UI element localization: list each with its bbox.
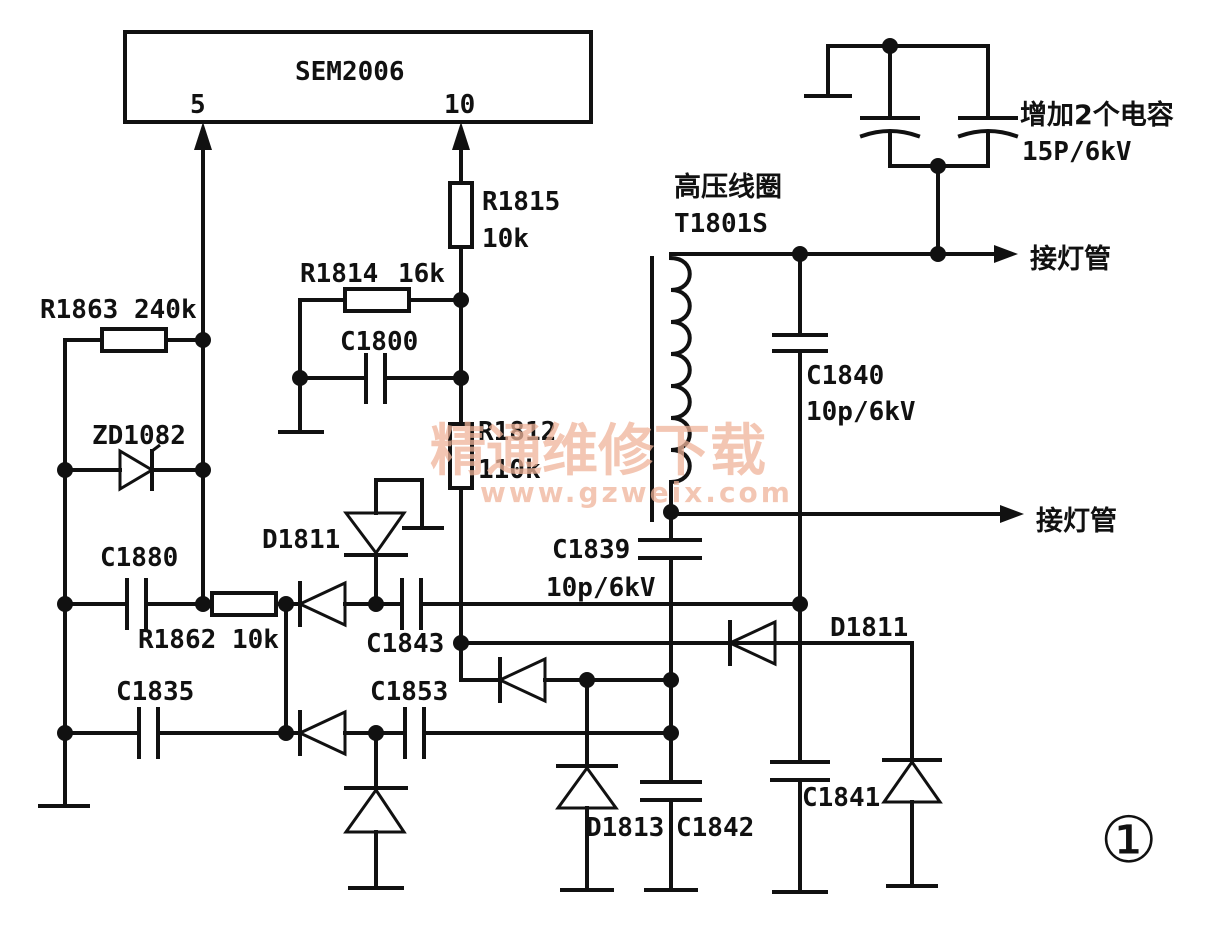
junction-dots	[57, 38, 946, 741]
label-c1841: C1841	[802, 783, 880, 813]
pin10-wire	[452, 122, 470, 185]
label-r1862-value: 10k	[232, 625, 279, 655]
diode-middle	[496, 656, 547, 704]
watermark-url: www.gzweix.com	[480, 476, 793, 509]
label-coil-name: T1801S	[674, 209, 768, 239]
zener-zd1082	[118, 448, 155, 492]
label-r1863: R1863	[40, 295, 118, 325]
pin5-wire	[194, 122, 212, 606]
label-c1853: C1853	[370, 677, 448, 707]
label-c1843: C1843	[366, 629, 444, 659]
ic-pin-5: 5	[190, 90, 206, 120]
label-c1839: C1839	[552, 535, 630, 565]
label-c1800: C1800	[340, 327, 418, 357]
diode-d1811-upper	[343, 511, 407, 556]
label-r1814: R1814	[300, 259, 378, 289]
label-c1840: C1840	[806, 361, 884, 391]
diode-bottom-left	[343, 787, 407, 834]
diode-lower-left	[296, 709, 347, 757]
label-r1815-value: 10k	[482, 224, 529, 254]
resistor-r1814	[343, 287, 411, 313]
figure-number: ①	[1100, 804, 1157, 878]
label-c1880: C1880	[100, 543, 178, 573]
ic-sem2006	[123, 30, 593, 124]
label-d1813: D1813	[586, 813, 664, 843]
label-r1863-value: 240k	[134, 295, 197, 325]
transformer-coil	[668, 255, 692, 514]
label-r1812: R1812	[478, 417, 556, 447]
label-c1840-value: 10p/6kV	[806, 397, 916, 427]
label-lamp-out-top: 接灯管	[1030, 244, 1111, 275]
label-r1862: R1862	[138, 625, 216, 655]
ic-name: SEM2006	[295, 57, 405, 87]
label-lamp-out-bottom: 接灯管	[1036, 506, 1117, 537]
diode-d1811-right	[726, 619, 777, 667]
label-add-caps-value: 15P/6kV	[1022, 137, 1132, 167]
label-c1835: C1835	[116, 677, 194, 707]
label-add-caps: 增加2个电容	[1020, 99, 1174, 131]
label-d1811-upper: D1811	[262, 525, 340, 555]
label-r1815: R1815	[482, 187, 560, 217]
diode-d1813	[555, 765, 619, 810]
resistor-r1862	[210, 591, 278, 617]
arrow-lamp-bottom	[1000, 505, 1024, 523]
label-d1811-right: D1811	[830, 613, 908, 643]
label-zd1082: ZD1082	[92, 421, 186, 451]
arrow-lamp-top	[994, 245, 1018, 263]
diode-upper-left	[296, 580, 347, 628]
label-c1842: C1842	[676, 813, 754, 843]
label-r1814-value: 16k	[398, 259, 445, 289]
label-c1839-value: 10p/6kV	[546, 573, 656, 603]
diode-right-bottom	[881, 759, 943, 804]
resistor-r1815	[448, 181, 474, 249]
watermark-title: 精通维修下载	[430, 418, 766, 484]
label-coil-title: 高压线圈	[674, 171, 782, 203]
label-r1812-value: 110k	[478, 455, 541, 485]
ic-pin-10: 10	[444, 90, 475, 120]
resistor-r1863	[100, 327, 168, 353]
